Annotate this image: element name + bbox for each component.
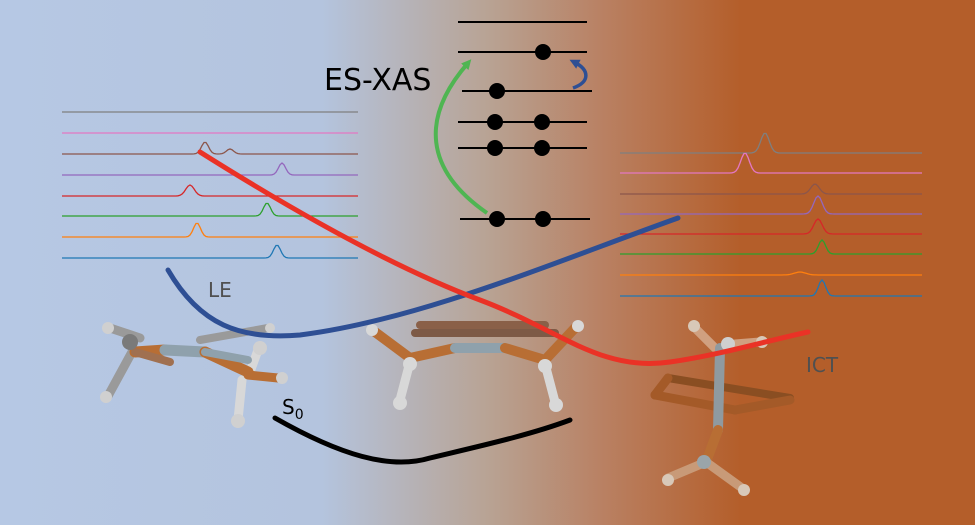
electron-dot: [487, 114, 503, 130]
spectrum-trace-right: [620, 183, 922, 195]
spectrum-trace-right: [620, 218, 922, 235]
spectra-stack-right: [620, 132, 922, 297]
electron-dot: [535, 44, 551, 60]
electron-dot: [487, 140, 503, 156]
electron-dot: [535, 211, 551, 227]
electron-dot: [489, 211, 505, 227]
spectrum-trace-left: [62, 244, 358, 259]
relaxation-arrow: [569, 59, 588, 90]
orbital-level-diagram: [458, 21, 592, 227]
molecule-le: [100, 322, 288, 428]
spectrum-trace-left: [62, 184, 358, 197]
electron-dot: [489, 83, 505, 99]
spectrum-trace-right: [620, 195, 922, 215]
es-xas-label: ES-XAS: [324, 63, 431, 98]
le-curve: [165, 215, 681, 339]
s0-curve: [272, 415, 573, 465]
electron-dot: [534, 114, 550, 130]
spectrum-trace-right: [620, 132, 922, 154]
spectrum-trace-right: [620, 239, 922, 255]
spectrum-trace-left: [62, 222, 358, 238]
spectrum-trace-left: [62, 141, 358, 155]
spectrum-trace-right: [620, 278, 922, 297]
le-label: LE: [208, 278, 232, 302]
spectrum-trace-right: [620, 271, 922, 276]
s0-label: S0: [282, 395, 304, 423]
ict-curve: [197, 149, 811, 366]
spectrum-trace-left: [62, 162, 358, 176]
ict-label: ICT: [806, 353, 839, 377]
spectrum-trace-right: [620, 152, 922, 174]
molecule-s0: [366, 320, 584, 412]
electron-dot: [534, 140, 550, 156]
excitation-arrow: [433, 59, 489, 215]
